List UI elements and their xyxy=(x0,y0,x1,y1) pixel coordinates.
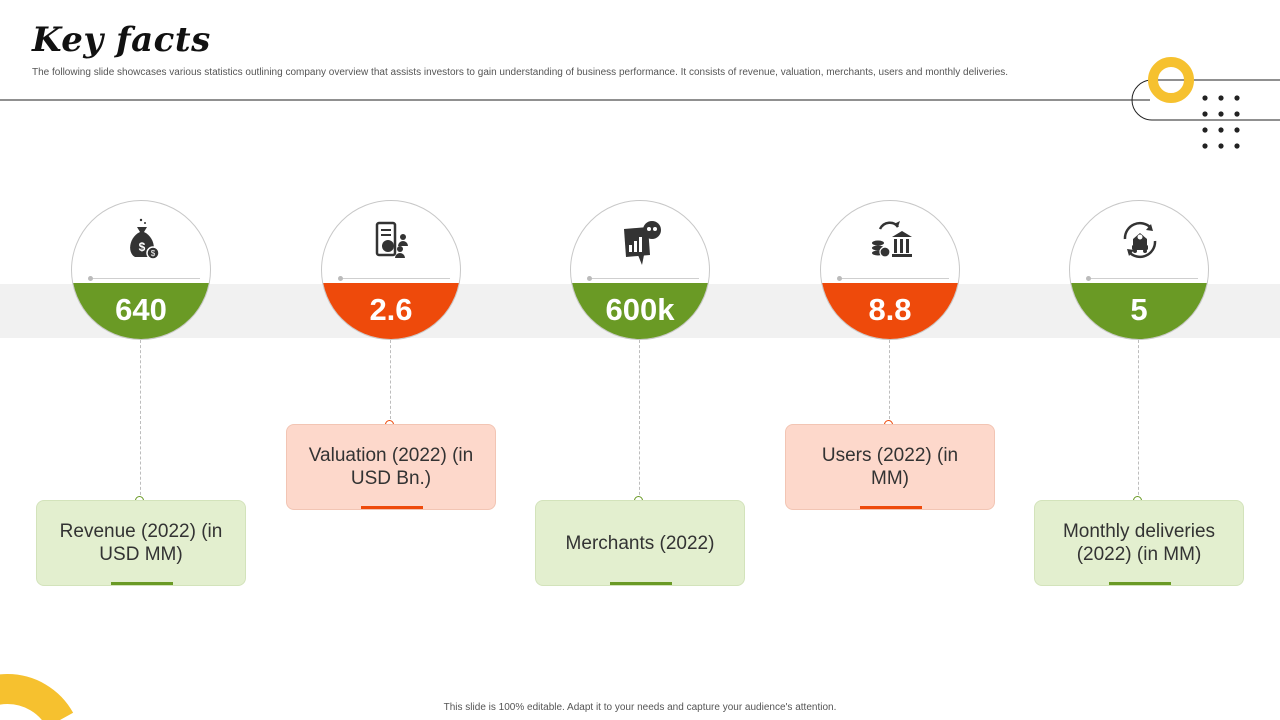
fact-monthly-deliveries: 5 Monthly deliveries (2022) (in MM) xyxy=(1009,0,1269,600)
separator-dot xyxy=(587,276,592,281)
fact-label: Revenue (2022) (in USD MM) xyxy=(59,521,223,565)
separator-line xyxy=(839,278,949,279)
separator-line xyxy=(340,278,450,279)
separator-dot xyxy=(1086,276,1091,281)
connector-line xyxy=(889,340,890,424)
card-accent-bar xyxy=(111,582,173,585)
fact-label-card: Valuation (2022) (in USD Bn.) xyxy=(286,424,496,510)
svg-text:$: $ xyxy=(151,249,156,258)
fact-circle: $ $ 640 xyxy=(71,200,211,340)
fact-value: 640 xyxy=(115,292,167,327)
fact-value: 600k xyxy=(605,292,675,327)
fact-label: Merchants (2022) xyxy=(565,532,715,554)
delivery-cycle-icon xyxy=(1123,221,1157,259)
fact-label: Users (2022) (in MM) xyxy=(821,445,959,489)
value-fill xyxy=(322,283,460,339)
valuation-report-icon xyxy=(375,221,408,258)
value-fill xyxy=(571,283,709,339)
card-accent-bar xyxy=(860,506,922,509)
fact-label-card: Monthly deliveries (2022) (in MM) xyxy=(1034,500,1244,586)
separator-line xyxy=(1088,278,1198,279)
svg-text:$: $ xyxy=(139,240,146,254)
fact-label: Valuation (2022) (in USD Bn.) xyxy=(308,445,474,489)
connector-line xyxy=(390,340,391,424)
bank-coins-icon xyxy=(872,221,912,258)
merchants-chart-icon xyxy=(624,221,661,265)
fact-circle: 2.6 xyxy=(321,200,461,340)
fact-label-card: Merchants (2022) xyxy=(535,500,745,586)
money-bag-icon: $ $ xyxy=(130,218,160,260)
value-fill xyxy=(72,283,210,339)
fact-revenue: $ $ 640 Revenue (2022) (in USD MM) xyxy=(11,0,271,600)
slide-title: Key facts xyxy=(32,20,211,60)
fact-label-card: Users (2022) (in MM) xyxy=(785,424,995,510)
fact-value: 2.6 xyxy=(369,292,413,327)
fact-value: 5 xyxy=(1130,292,1148,327)
separator-line xyxy=(90,278,200,279)
fact-circle: 600k xyxy=(570,200,710,340)
separator-dot xyxy=(338,276,343,281)
value-fill xyxy=(1070,283,1208,339)
connector-line xyxy=(140,340,141,500)
fact-users: 8.8 Users (2022) (in MM) xyxy=(760,0,1020,600)
separator-dot xyxy=(837,276,842,281)
card-accent-bar xyxy=(1109,582,1171,585)
separator-line xyxy=(589,278,699,279)
slide-footer-note: This slide is 100% editable. Adapt it to… xyxy=(443,702,837,713)
fact-label-card: Revenue (2022) (in USD MM) xyxy=(36,500,246,586)
slide-subtitle: The following slide showcases various st… xyxy=(32,67,1009,78)
fact-valuation: 2.6 Valuation (2022) (in USD Bn.) xyxy=(261,0,521,600)
fact-circle: 5 xyxy=(1069,200,1209,340)
fact-value: 8.8 xyxy=(868,292,912,327)
connector-line xyxy=(639,340,640,500)
card-accent-bar xyxy=(361,506,423,509)
fact-merchants: 600k Merchants (2022) xyxy=(510,0,770,600)
separator-dot xyxy=(88,276,93,281)
fact-label: Monthly deliveries (2022) (in MM) xyxy=(1062,521,1216,565)
value-fill xyxy=(821,283,959,339)
fact-circle: 8.8 xyxy=(820,200,960,340)
connector-line xyxy=(1138,340,1139,500)
card-accent-bar xyxy=(610,582,672,585)
